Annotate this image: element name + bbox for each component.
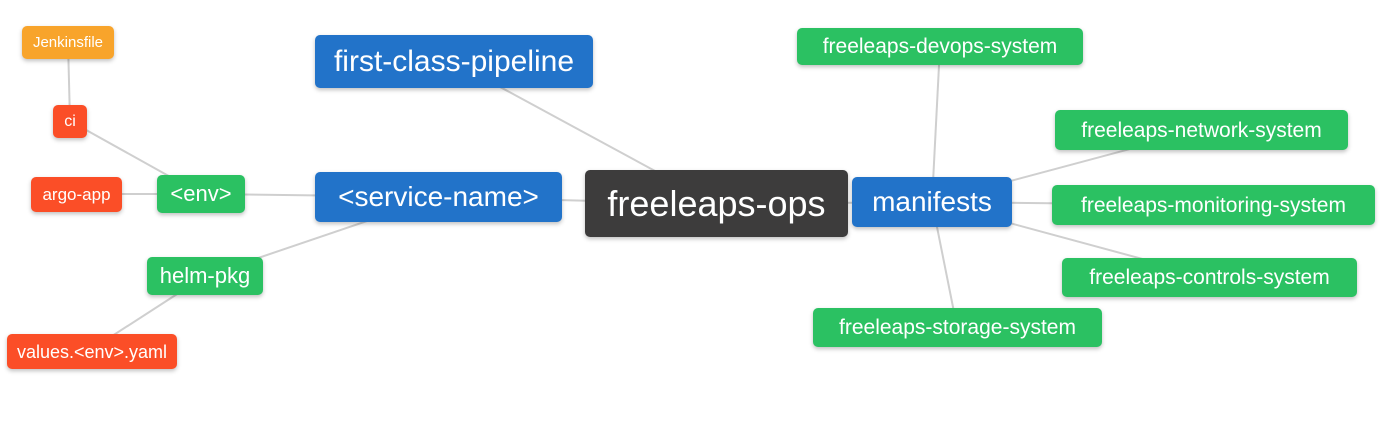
node-freeleaps-storage-system[interactable]: freeleaps-storage-system xyxy=(813,308,1102,347)
node-first-class-pipeline[interactable]: first-class-pipeline xyxy=(315,35,593,88)
node-ci[interactable]: ci xyxy=(53,105,87,138)
node-freeleaps-network-system[interactable]: freeleaps-network-system xyxy=(1055,110,1348,150)
node-helm-pkg[interactable]: helm-pkg xyxy=(147,257,263,295)
node-argo-app[interactable]: argo-app xyxy=(31,177,122,212)
node-values-env-yaml[interactable]: values.<env>.yaml xyxy=(7,334,177,369)
node-freeleaps-devops-system[interactable]: freeleaps-devops-system xyxy=(797,28,1083,65)
node-freeleaps-monitoring-system[interactable]: freeleaps-monitoring-system xyxy=(1052,185,1375,225)
node-service-name[interactable]: <service-name> xyxy=(315,172,562,222)
node-env[interactable]: <env> xyxy=(157,175,245,213)
node-manifests[interactable]: manifests xyxy=(852,177,1012,227)
node-freeleaps-ops[interactable]: freeleaps-ops xyxy=(585,170,848,237)
node-freeleaps-controls-system[interactable]: freeleaps-controls-system xyxy=(1062,258,1357,297)
node-jenkinsfile[interactable]: Jenkinsfile xyxy=(22,26,114,59)
